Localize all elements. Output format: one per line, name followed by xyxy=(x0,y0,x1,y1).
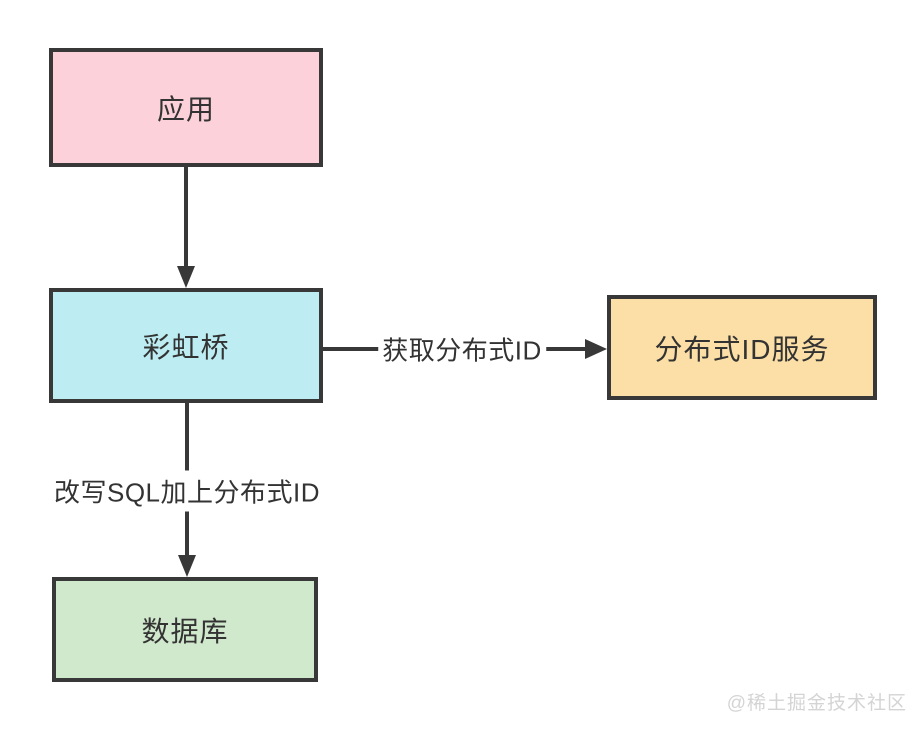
node-distributed-id-service-label: 分布式ID服务 xyxy=(654,333,830,365)
watermark: @稀土掘金技术社区 xyxy=(726,693,907,714)
arrowhead-down-icon xyxy=(178,555,196,577)
node-rainbow-bridge-label: 彩虹桥 xyxy=(142,331,230,363)
node-rainbow-bridge: 彩虹桥 xyxy=(49,288,323,403)
arrowhead-down-icon xyxy=(177,266,195,288)
node-distributed-id-service: 分布式ID服务 xyxy=(607,295,877,400)
edge-label-rewrite-sql: 改写SQL加上分布式ID xyxy=(49,470,325,512)
arrowhead-right-icon xyxy=(585,339,607,359)
arrow-line-app-to-bridge xyxy=(184,167,188,268)
node-application-label: 应用 xyxy=(156,93,215,125)
node-application: 应用 xyxy=(49,48,323,167)
node-database-label: 数据库 xyxy=(141,615,229,647)
node-database: 数据库 xyxy=(52,577,318,682)
edge-label-get-distributed-id: 获取分布式ID xyxy=(378,328,546,370)
